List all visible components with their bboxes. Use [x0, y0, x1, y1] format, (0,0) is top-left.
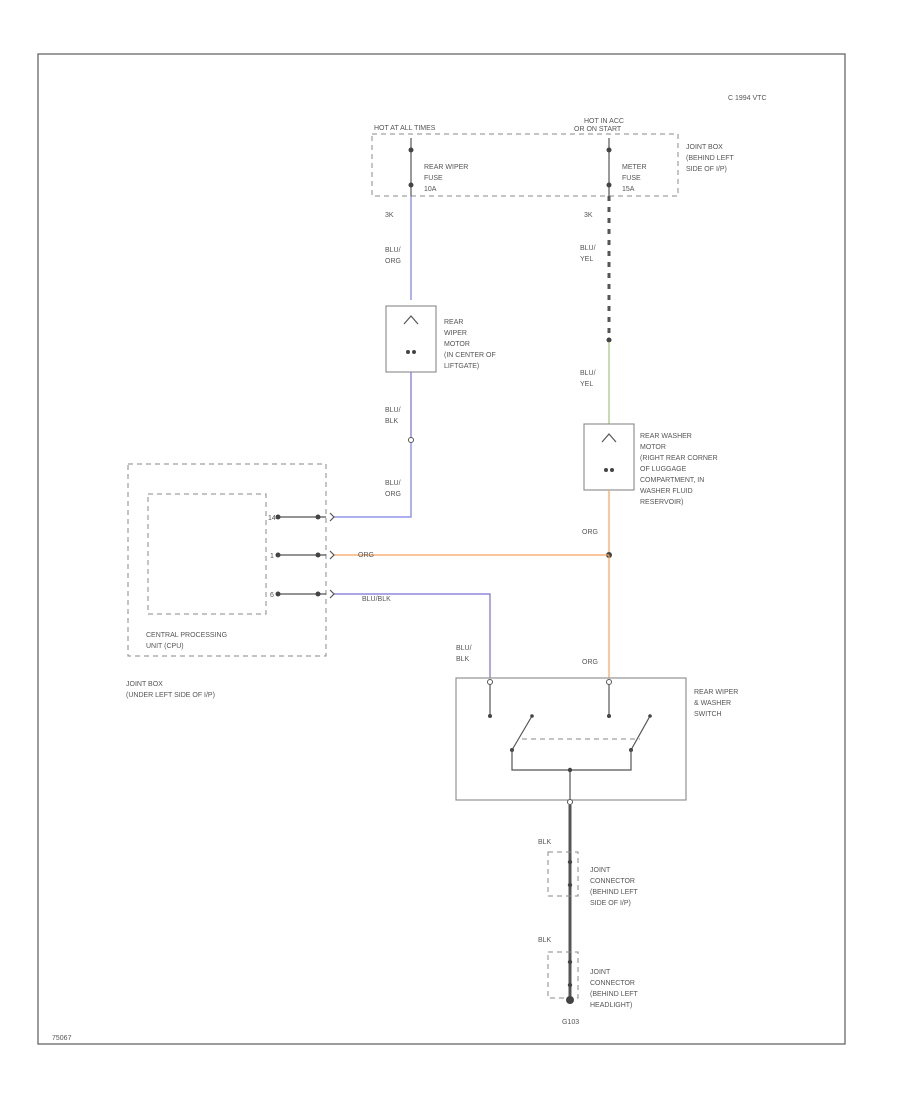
blk-1-label: BLK	[538, 839, 552, 846]
joint-conn-1-label-2: CONNECTOR	[590, 878, 635, 885]
org-wire-label: ORG	[358, 552, 374, 559]
meter-fuse: METER FUSE 15A	[606, 138, 647, 196]
joint-box-outline	[127, 463, 327, 657]
copyright-label: C 1994 VTC	[728, 95, 767, 102]
central-processing-label-1: CENTRAL PROCESSING	[146, 632, 227, 639]
cpu-outline	[147, 493, 267, 615]
wire-blu-org-to-cpu	[334, 443, 412, 518]
blu-org-1-label-1: BLU/	[385, 247, 401, 254]
blu-blk-2-label-1: BLU/	[456, 645, 472, 652]
rear-washer-motor-label-7: RESERVOIR)	[640, 499, 683, 506]
blu-blk-2-label-2: BLK	[456, 656, 470, 663]
rear-washer-motor-terminal	[604, 468, 608, 472]
blu-org-1-label-2: ORG	[385, 258, 401, 265]
joint-conn-1-label-3: (BEHIND LEFT	[590, 889, 639, 896]
blu-blk-wire-label: BLU/BLK	[362, 596, 391, 603]
joint-box-left-label-1: JOINT BOX	[686, 144, 723, 151]
cpu-pin-14: 14	[268, 515, 276, 522]
switch-label-3: SWITCH	[694, 711, 722, 718]
rear-wiper-fuse-label-3: 10A	[424, 186, 437, 193]
switch-label-2: & WASHER	[694, 700, 731, 707]
blu-yel-1-label-2: YEL	[580, 256, 593, 263]
rear-wiper-motor-label-2: WIPER	[444, 330, 467, 337]
rear-washer-motor-label-5: COMPARTMENT, IN	[640, 477, 704, 484]
rear-wiper-fuse-label-1: REAR WIPER	[424, 164, 468, 171]
rear-wiper-motor-terminal	[406, 350, 410, 354]
hot-acc-label: HOT IN ACC	[584, 118, 624, 125]
wire-blu-blk-cpu-to-switch	[334, 593, 491, 678]
meter-fuse-label-2: FUSE	[622, 175, 641, 182]
rear-wiper-fuse-label-2: FUSE	[424, 175, 443, 182]
rear-wiper-motor-label-4: (IN CENTER OF	[444, 352, 496, 359]
joint-box-under-label-1: JOINT BOX	[126, 681, 163, 688]
blu-org-2-label-1: BLU/	[385, 480, 401, 487]
joint-connector-1	[547, 851, 579, 897]
ground-label: G103	[562, 1019, 579, 1026]
wire-splice-node	[606, 337, 612, 343]
blu-blk-1-label-1: BLU/	[385, 407, 401, 414]
joint-box-left-label-3: SIDE OF I/P)	[686, 166, 727, 173]
rear-washer-motor-label-3: (RIGHT REAR CORNER	[640, 455, 718, 462]
wire-left-1-label: 3K	[385, 212, 394, 219]
ground-point	[566, 996, 574, 1004]
joint-connector-2	[547, 951, 579, 999]
blk-2-label: BLK	[538, 937, 552, 944]
switch-contacts	[487, 679, 652, 805]
rear-wiper-motor-label-5: LIFTGATE)	[444, 363, 479, 370]
org-1-label: ORG	[582, 529, 598, 536]
rear-washer-motor-label-2: MOTOR	[640, 444, 666, 451]
rear-wiper-motor-connector-icon	[403, 315, 419, 325]
blu-yel-1-label-1: BLU/	[580, 245, 596, 252]
blu-blk-1-label-2: BLK	[385, 418, 399, 425]
meter-fuse-label-1: METER	[622, 164, 647, 171]
joint-conn-2-label-1: JOINT	[590, 969, 611, 976]
wire-right-1-label: 3K	[584, 212, 593, 219]
rear-washer-motor-label-1: REAR WASHER	[640, 433, 692, 440]
hot-battery-label: HOT AT ALL TIMES	[374, 125, 436, 132]
rear-wiper-motor-label-1: REAR	[444, 319, 463, 326]
joint-conn-1-label-4: SIDE OF I/P)	[590, 900, 631, 907]
meter-fuse-label-3: 15A	[622, 186, 635, 193]
blu-yel-2-label-2: YEL	[580, 381, 593, 388]
motor-connector-pin	[408, 437, 414, 443]
diagram-frame	[37, 53, 846, 1045]
joint-conn-2-label-4: HEADLIGHT)	[590, 1002, 632, 1009]
rear-washer-motor-label-4: OF LUGGAGE	[640, 466, 687, 473]
joint-conn-1-label-1: JOINT	[590, 867, 611, 874]
cpu-pin-1: 1	[270, 553, 274, 560]
joint-conn-2-label-3: (BEHIND LEFT	[590, 991, 639, 998]
rear-washer-motor-connector-icon	[601, 433, 617, 443]
rear-wiper-motor-label-3: MOTOR	[444, 341, 470, 348]
joint-conn-2-label-2: CONNECTOR	[590, 980, 635, 987]
switch-label-1: REAR WIPER	[694, 689, 738, 696]
blu-yel-2-label-1: BLU/	[580, 370, 596, 377]
footer-id: 75067	[52, 1035, 72, 1042]
rear-wiper-fuse: REAR WIPER FUSE 10A	[408, 138, 468, 196]
joint-box-left-label-2: (BEHIND LEFT	[686, 155, 735, 162]
blu-org-2-label-2: ORG	[385, 491, 401, 498]
rear-washer-motor-label-6: WASHER FLUID	[640, 488, 693, 495]
cpu-terminals	[275, 512, 335, 599]
hot-acc-label-2: OR ON START	[574, 126, 622, 133]
cpu-pin-6: 6	[270, 592, 274, 599]
central-processing-label-2: UNIT (CPU)	[146, 643, 184, 650]
org-2-label: ORG	[582, 659, 598, 666]
joint-box-under-label-2: (UNDER LEFT SIDE OF I/P)	[126, 692, 215, 699]
fuse-box-outline	[371, 133, 679, 197]
